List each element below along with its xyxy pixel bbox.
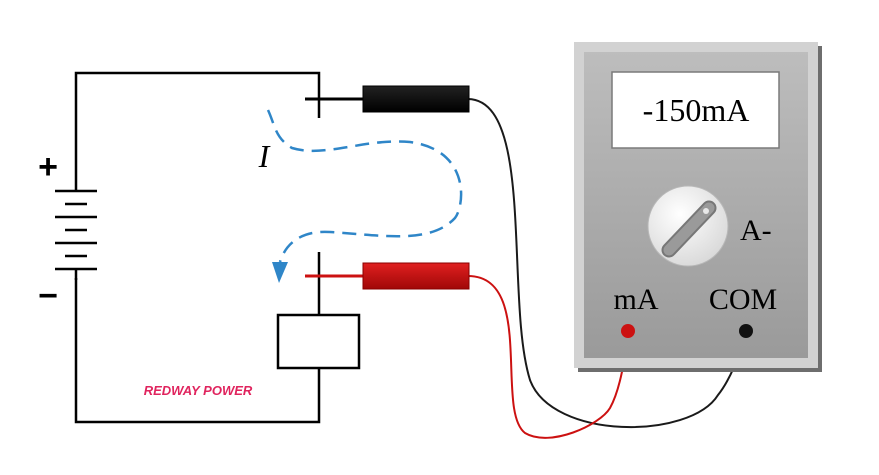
port-com-label: COM [709,283,777,316]
current-arrow-icon [272,262,288,283]
multimeter: -150mA A- mA COM [574,42,822,372]
port-com-jack[interactable] [739,324,753,338]
plus-sign: + [38,148,58,186]
range-label: A- [740,214,772,247]
red-lead-wire [467,275,629,439]
black-probe[interactable] [305,85,470,113]
brand-logo: REDWAY POWER [144,383,253,398]
red-probe[interactable] [305,262,470,290]
meter-reading: -150mA [643,92,750,128]
current-label: I [258,138,271,174]
load-resistor [276,313,361,370]
port-ma-jack[interactable] [621,324,635,338]
battery [55,189,97,280]
bottom-wire [74,278,321,424]
meter-display [611,71,780,149]
port-ma-label: mA [614,283,659,316]
current-path [266,109,463,263]
minus-sign: − [38,277,58,315]
black-lead-wire [467,98,747,428]
range-knob[interactable] [647,185,729,267]
circuit-wires [74,71,321,424]
top-wire [74,71,321,190]
